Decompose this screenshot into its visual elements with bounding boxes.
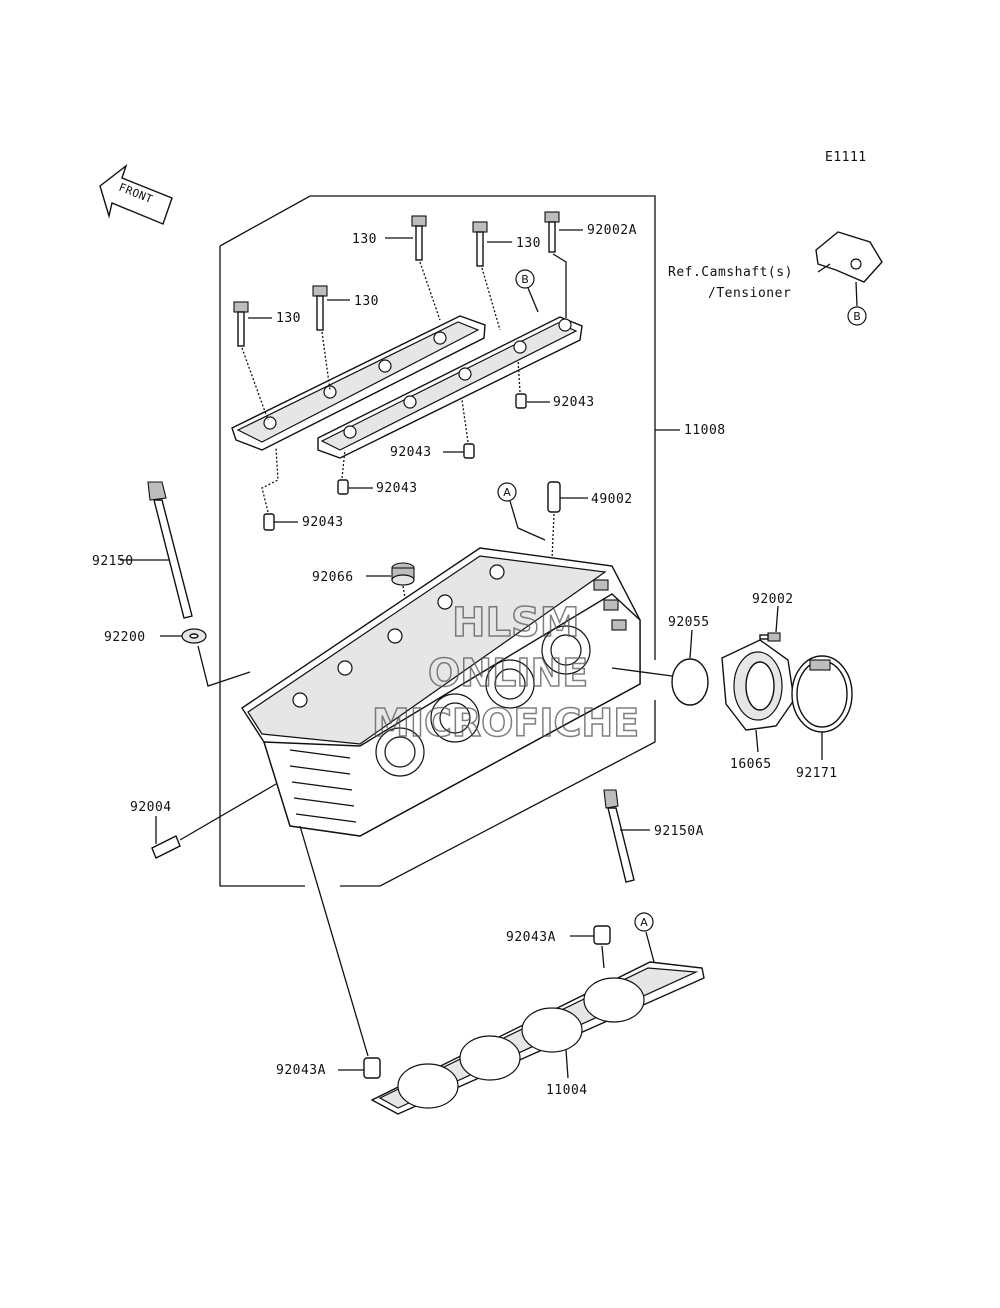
- part-label-92043A-bottom: 92043A: [276, 1063, 326, 1078]
- head-gasket-11004: [370, 961, 705, 1115]
- callout-b-ref: [847, 306, 867, 326]
- camshaft-cap-right: [317, 316, 583, 459]
- dowel-92043A-bottom: [299, 825, 381, 1079]
- part-label-130-top-left: 130: [352, 232, 377, 247]
- dowel-92043A-top: [570, 925, 611, 969]
- part-label-130-mid: 130: [354, 294, 379, 309]
- part-label-92200: 92200: [104, 630, 146, 645]
- part-label-92055: 92055: [668, 615, 710, 630]
- part-label-92150: 92150: [92, 554, 134, 569]
- part-label-92043-mid: 92043: [390, 445, 432, 460]
- dowel-92043-right: [515, 359, 550, 409]
- bolt-130-top-mid: [472, 221, 512, 331]
- svg-text:B: B: [853, 310, 861, 323]
- part-label-130-top-mid: 130: [516, 236, 541, 251]
- assembly-bracket-left: [219, 246, 305, 887]
- part-label-49002: 49002: [591, 492, 633, 507]
- washer-92200: [160, 628, 251, 687]
- callout-a-gasket: [634, 912, 654, 932]
- svg-text:MICROFICHE: MICROFICHE: [372, 701, 639, 745]
- part-label-92043A-top: 92043A: [506, 930, 556, 945]
- front-arrow-icon: FRONT: [99, 164, 173, 225]
- tensioner-bracket: [815, 231, 883, 307]
- bolt-130-top-left: [385, 215, 441, 321]
- watermark: HLSM ONLINE MICROFICHE: [371, 599, 640, 746]
- part-label-92043-right: 92043: [553, 395, 595, 410]
- bolt-130-mid: [312, 285, 350, 391]
- bolt-130-left: [233, 301, 272, 421]
- part-label-92043-left: 92043: [302, 515, 344, 530]
- oring-92055: [611, 629, 709, 706]
- guide-49002: [547, 481, 588, 561]
- assembly-bracket-top: [219, 195, 656, 660]
- part-label-92171: 92171: [796, 766, 838, 781]
- stud-92150A: [603, 789, 650, 883]
- part-label-92004: 92004: [130, 800, 172, 815]
- assembly-bracket-bottom: [340, 700, 656, 887]
- stud-92150: [120, 481, 193, 619]
- part-label-11008: 11008: [684, 423, 726, 438]
- diagram-code: E1111: [825, 150, 867, 165]
- part-label-92066: 92066: [312, 570, 354, 585]
- part-label-11004: 11004: [546, 1083, 588, 1098]
- svg-text:HLSM: HLSM: [452, 600, 580, 646]
- dowel-92043-left: [261, 447, 298, 531]
- reference-line-2: /Tensioner: [708, 286, 791, 301]
- callout-b-cap: [515, 269, 535, 289]
- svg-text:B: B: [521, 273, 529, 286]
- part-label-16065: 16065: [730, 757, 772, 772]
- part-label-92002A: 92002A: [587, 223, 637, 238]
- reference-line-1: Ref.Camshaft(s): [668, 265, 793, 280]
- cylinder-head: [241, 547, 641, 837]
- bolt-92002: [759, 605, 781, 642]
- svg-text:A: A: [503, 486, 511, 499]
- svg-text:A: A: [640, 916, 648, 929]
- part-label-92043-low: 92043: [376, 481, 418, 496]
- part-label-92150A: 92150A: [654, 824, 704, 839]
- svg-text:ONLINE: ONLINE: [428, 651, 588, 695]
- bolt-92002A: [544, 211, 583, 318]
- dowel-92043-low: [337, 449, 373, 495]
- holder-16065: [721, 639, 795, 753]
- part-label-130-left: 130: [276, 311, 301, 326]
- clamp-92171: [791, 655, 853, 760]
- callout-a-head: [497, 482, 517, 502]
- part-label-92002: 92002: [752, 592, 794, 607]
- camshaft-cap-left: [231, 315, 486, 451]
- plug-92004: [151, 783, 277, 859]
- dowel-92043-mid: [443, 399, 475, 459]
